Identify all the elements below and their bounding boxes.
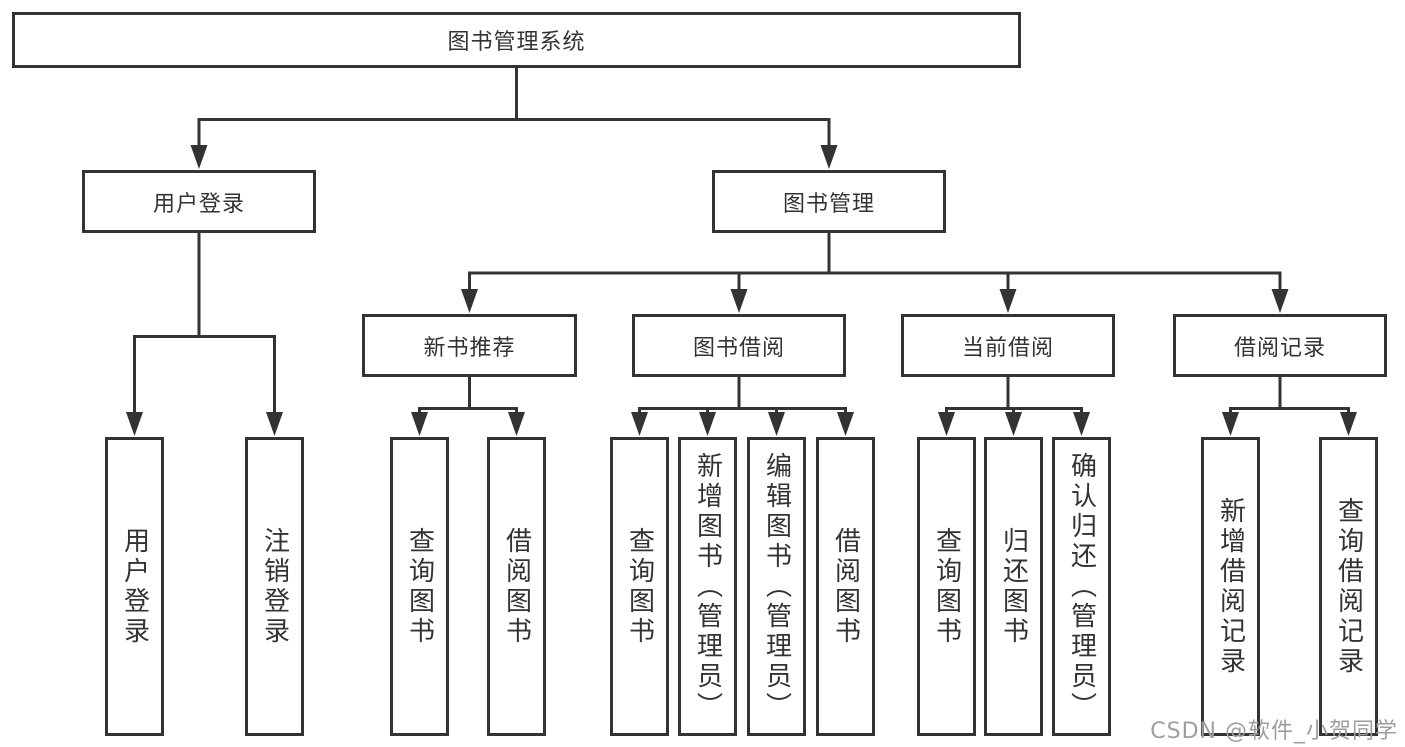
watermark: CSDN @软件_小贺同学 [1150, 719, 1398, 744]
node-book-management: 图书管理 [712, 170, 946, 233]
node-logout: 注销登录 [245, 437, 304, 736]
node-newbook-borrow-books: 借阅图书 [487, 437, 546, 736]
node-record-add-record: 新增借阅记录 [1201, 437, 1260, 736]
edge-root-rail [197, 118, 831, 148]
edge-login-rail [133, 335, 276, 415]
node-record-query-record: 查询借阅记录 [1319, 437, 1378, 736]
node-current-borrow: 当前借阅 [901, 314, 1115, 377]
node-borrow-record: 借阅记录 [1173, 314, 1387, 377]
edge-borrow-rail [638, 407, 847, 415]
node-root: 图书管理系统 [12, 12, 1021, 68]
edge-mgmt-rail [468, 271, 1282, 292]
node-new-book-recommend: 新书推荐 [362, 314, 577, 377]
node-book-borrow: 图书借阅 [632, 314, 846, 377]
node-user-login: 用户登录 [105, 437, 164, 736]
edge-newbook-rail [418, 407, 518, 415]
node-current-return-books: 归还图书 [984, 437, 1043, 736]
node-borrow-borrow-books: 借阅图书 [816, 437, 875, 736]
edge-current-rail [945, 407, 1083, 415]
node-current-confirm-return-admin: 确认归还（管理员） [1052, 437, 1111, 736]
edge-record-rail [1229, 407, 1350, 415]
node-borrow-query-books: 查询图书 [610, 437, 669, 736]
node-newbook-query-books: 查询图书 [390, 437, 449, 736]
node-borrow-add-books-admin: 新增图书（管理员） [678, 437, 737, 736]
node-current-query-books: 查询图书 [917, 437, 976, 736]
node-login: 用户登录 [82, 170, 316, 233]
node-borrow-edit-books-admin: 编辑图书（管理员） [747, 437, 806, 736]
